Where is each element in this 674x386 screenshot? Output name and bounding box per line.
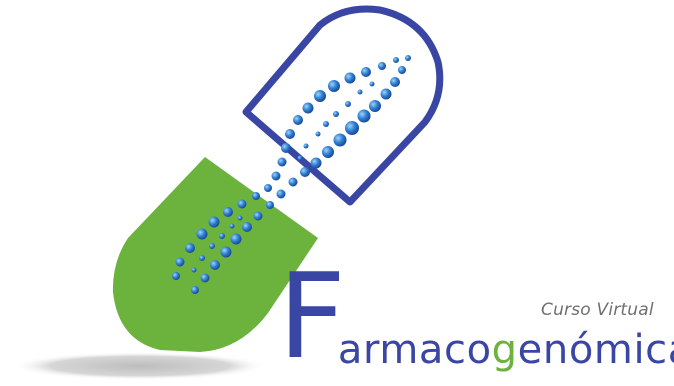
wordmark-part-2: enómica (517, 327, 674, 373)
wordmark-part-1: armaco (337, 327, 492, 373)
shadow-ellipse (12, 352, 268, 380)
capsule-outline-half-icon (242, 5, 444, 206)
wordmark-initial: F (278, 247, 346, 385)
wordmark-rest: armacogenómica (338, 330, 674, 370)
logo-wordmark: Farmacogenómica (278, 247, 674, 385)
subtitle-curso-virtual: Curso Virtual (541, 300, 654, 320)
dna-helix-icon (172, 55, 411, 294)
wordmark-highlight-letter: g (491, 327, 518, 373)
